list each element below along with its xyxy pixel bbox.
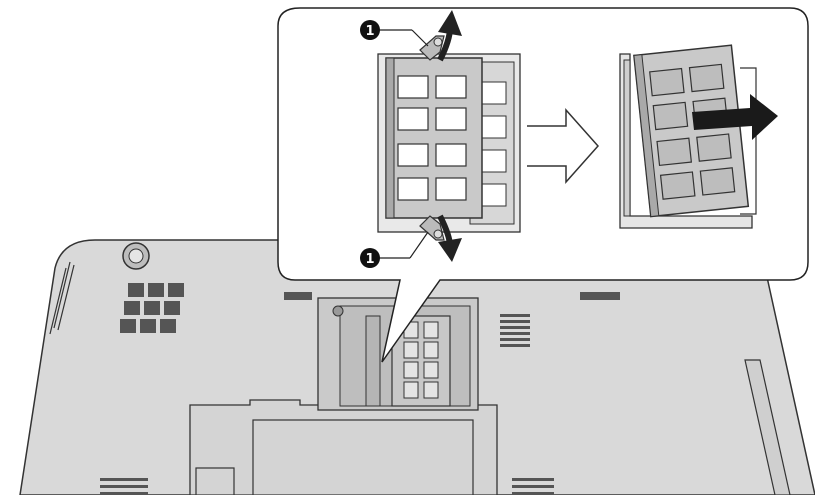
step-release-latches: 1 1	[360, 10, 521, 268]
callout-marker-top: 1	[360, 20, 429, 47]
speaker-grille	[120, 283, 184, 333]
rubber-foot	[122, 242, 150, 270]
callout-marker-bottom: 1	[360, 231, 429, 268]
memory-module-step2	[633, 44, 750, 218]
left-vent-ribs	[49, 261, 75, 335]
next-step-arrow-icon	[527, 108, 600, 184]
retaining-latch-bottom	[419, 215, 445, 241]
hdd-cover-inset	[252, 419, 474, 496]
callout-number: 1	[365, 24, 374, 39]
rotate-arrow-icon	[437, 10, 462, 62]
memory-socket-right	[619, 53, 757, 229]
cover-latches	[284, 292, 620, 300]
callout-number: 1	[365, 252, 374, 267]
cover-tab	[195, 467, 235, 496]
step-remove-module	[619, 44, 778, 229]
pull-out-arrow-icon	[692, 94, 778, 140]
bottom-vent-bars	[100, 478, 554, 495]
compartment-screw	[332, 305, 344, 317]
rotate-arrow-icon	[437, 214, 462, 262]
right-vent-bars	[500, 314, 530, 347]
retaining-latch-top	[419, 35, 445, 61]
memory-module-step1	[385, 57, 483, 219]
